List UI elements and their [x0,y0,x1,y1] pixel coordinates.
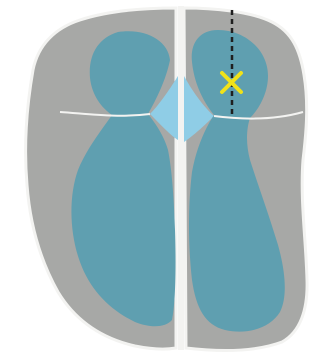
midline-gap [178,6,184,350]
